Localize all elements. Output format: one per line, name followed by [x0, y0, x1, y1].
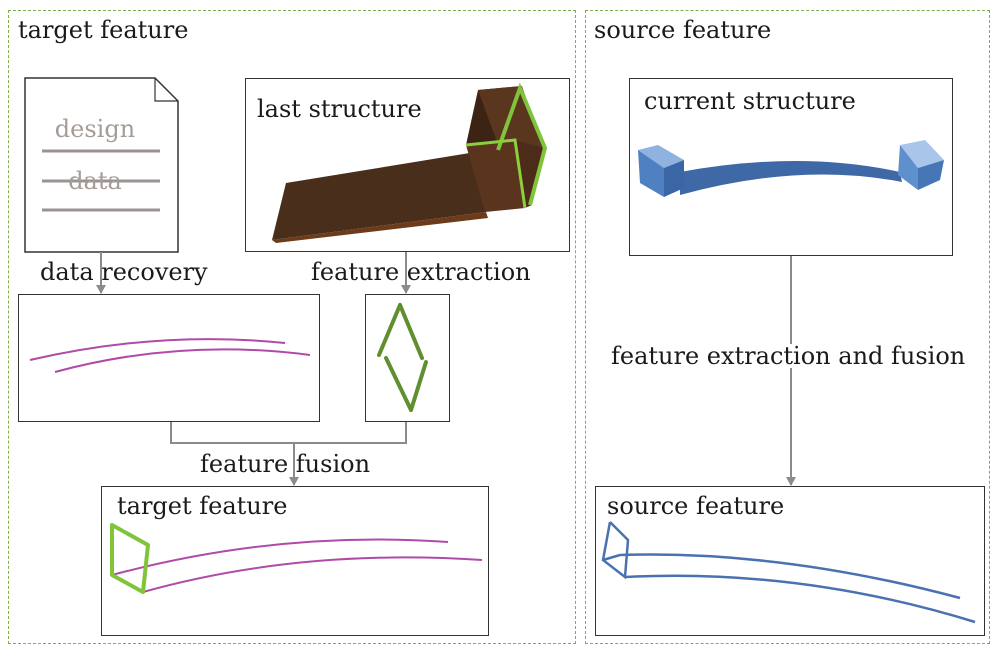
feature-extraction-label: feature extraction — [311, 258, 531, 286]
feature-extraction-and-fusion-label: feature extraction and fusion — [611, 342, 966, 370]
source-feature-box — [595, 486, 985, 636]
feature-fusion-label: feature fusion — [200, 450, 371, 478]
target-feature-box-label: target feature — [117, 492, 288, 520]
design-data-title: design data — [40, 90, 150, 194]
design-data-line2: data — [68, 167, 122, 195]
target-feature-panel-title: target feature — [18, 16, 189, 44]
current-structure-label: current structure — [644, 87, 856, 115]
connector-fusion-bracket — [170, 422, 407, 444]
source-feature-panel-title: source feature — [594, 16, 772, 44]
data-recovery-label: data recovery — [40, 258, 208, 286]
target-feature-box — [101, 486, 489, 636]
target-feature-panel — [8, 10, 576, 644]
recovered-curves-box — [18, 294, 320, 422]
source-feature-panel — [585, 10, 990, 644]
last-structure-label: last structure — [257, 95, 422, 123]
source-feature-box-label: source feature — [607, 492, 785, 520]
design-data-line1: design — [54, 115, 136, 143]
